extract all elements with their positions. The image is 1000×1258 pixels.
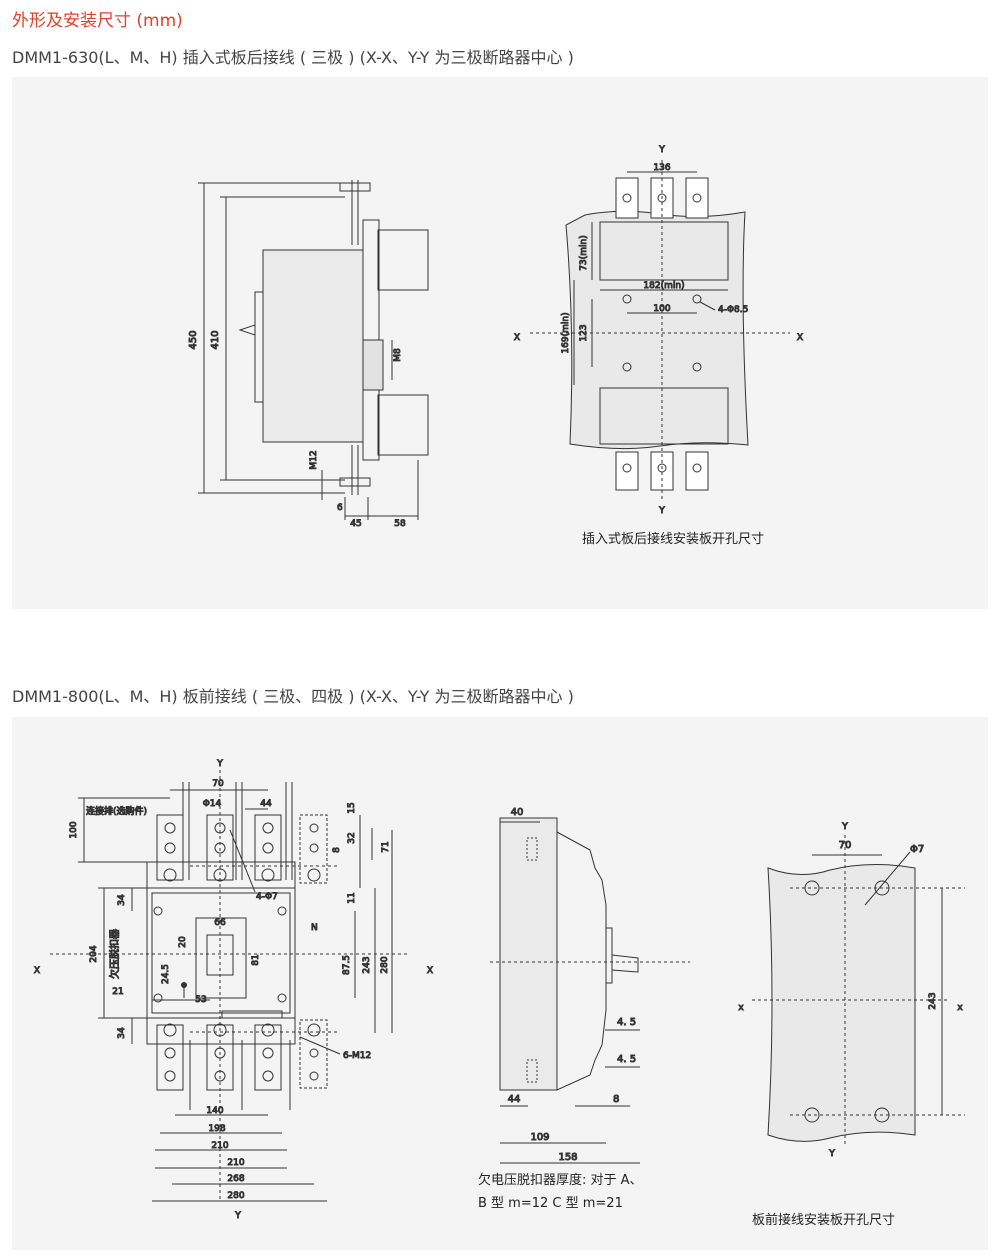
cutout2-y-top: Y [841,822,848,832]
dim-53: 53 [195,995,206,1005]
front-x-left: X [34,966,40,976]
dim-8-side: 8 [613,1094,619,1105]
dim-phi14: Φ14 [203,799,222,809]
dim-198: 198 [208,1124,225,1134]
dim-21: 21 [112,987,123,997]
cutout2-y-bottom: Y [828,1149,835,1159]
side-view-800 [490,817,690,1164]
dim-81: 81 [251,954,261,965]
dim-m8: M8 [393,348,403,362]
dim-m12: M12 [309,450,319,469]
dim-73min: 73(min) [579,235,589,270]
dim-136: 136 [653,163,670,173]
dim-34-top: 34 [117,894,127,906]
dim-phi7: Φ7 [910,844,924,855]
dim-44-side: 44 [508,1094,521,1105]
section1-title: DMM1-630(L、M、H) 插入式板后接线 ( 三极 ) (X-X、Y-Y … [12,48,574,67]
dim-280-v: 280 [380,956,390,973]
dim-109: 109 [530,1132,549,1143]
cutout1-x-left: X [514,333,520,343]
side-view-630 [198,180,429,520]
dim-268: 268 [227,1174,244,1184]
front-x-right: X [427,966,433,976]
cutout1-y-bottom: Y [658,506,665,516]
uvt-note-line1: 欠电压脱扣器厚度: 对于 A、 [478,1173,643,1188]
dim-243-front: 243 [362,956,372,973]
page-heading: 外形及安装尺寸 (mm) [12,11,183,31]
dim-71: 71 [381,841,391,852]
dim-210-b: 210 [227,1158,244,1168]
dim-20: 20 [178,936,188,948]
dim-24-5: 24.5 [161,964,171,984]
dim-58: 58 [394,519,406,529]
dim-4-phi85: 4-Φ8.5 [718,305,748,315]
dim-40: 40 [511,807,524,818]
dim-280-h: 280 [227,1191,244,1201]
section2-title: DMM1-800(L、M、H) 板前接线 ( 三极、四极 ) (X-X、Y-Y … [12,687,574,706]
cutout1-y-top: Y [658,145,665,155]
cutout2-x-right: x [957,1003,963,1013]
dim-100-front: 100 [69,821,79,838]
dim-8-front: 8 [332,847,342,853]
dim-32: 32 [347,832,357,843]
dim-210-a: 210 [211,1141,228,1151]
dim-450: 450 [188,330,199,349]
dim-4-5-b: 4. 5 [617,1054,636,1065]
front-view-800 [50,770,410,1202]
dim-100: 100 [653,304,670,314]
dim-123: 123 [579,324,589,341]
cutout-630 [530,160,790,500]
dim-182min: 182(min) [643,281,684,291]
busbar-label: 连接排(选购件) [86,805,147,817]
front-y-bottom: Y [234,1211,241,1221]
dim-140: 140 [206,1106,223,1116]
section1-panel [12,77,988,609]
dim-6-m12: 6-M12 [343,1051,371,1061]
uvt-note-line2: B 型 m=12 C 型 m=21 [478,1196,623,1211]
cutout1-x-right: X [797,333,803,343]
neutral-label: N [311,923,318,933]
dim-45: 45 [350,519,361,529]
dim-15: 15 [347,802,357,813]
dim-4-5-a: 4. 5 [617,1017,636,1028]
dim-6: 6 [337,503,343,513]
section1-caption: 插入式板后接线安装板开孔尺寸 [582,532,765,547]
dim-4-phi7: 4-Φ7 [256,892,278,902]
dim-66: 66 [214,918,226,928]
dim-70: 70 [212,779,224,789]
dim-11: 11 [347,892,357,903]
dim-87-5: 87.5 [342,955,352,975]
dim-243-cutout: 243 [928,992,938,1009]
dim-34-bottom: 34 [117,1027,127,1039]
dim-70-cutout: 70 [839,840,852,851]
dim-169min: 169(min) [561,312,571,353]
cutout2-x-left: x [738,1003,744,1013]
cutout-800 [752,835,965,1145]
dim-158: 158 [558,1152,577,1163]
section2-caption: 板前接线安装板开孔尺寸 [752,1213,896,1228]
uvt-label: 欠压脱扣器 [108,929,121,979]
dim-410: 410 [210,330,221,349]
dim-204: 204 [89,945,99,962]
dim-44: 44 [260,799,272,809]
front-y-top: Y [216,759,223,769]
